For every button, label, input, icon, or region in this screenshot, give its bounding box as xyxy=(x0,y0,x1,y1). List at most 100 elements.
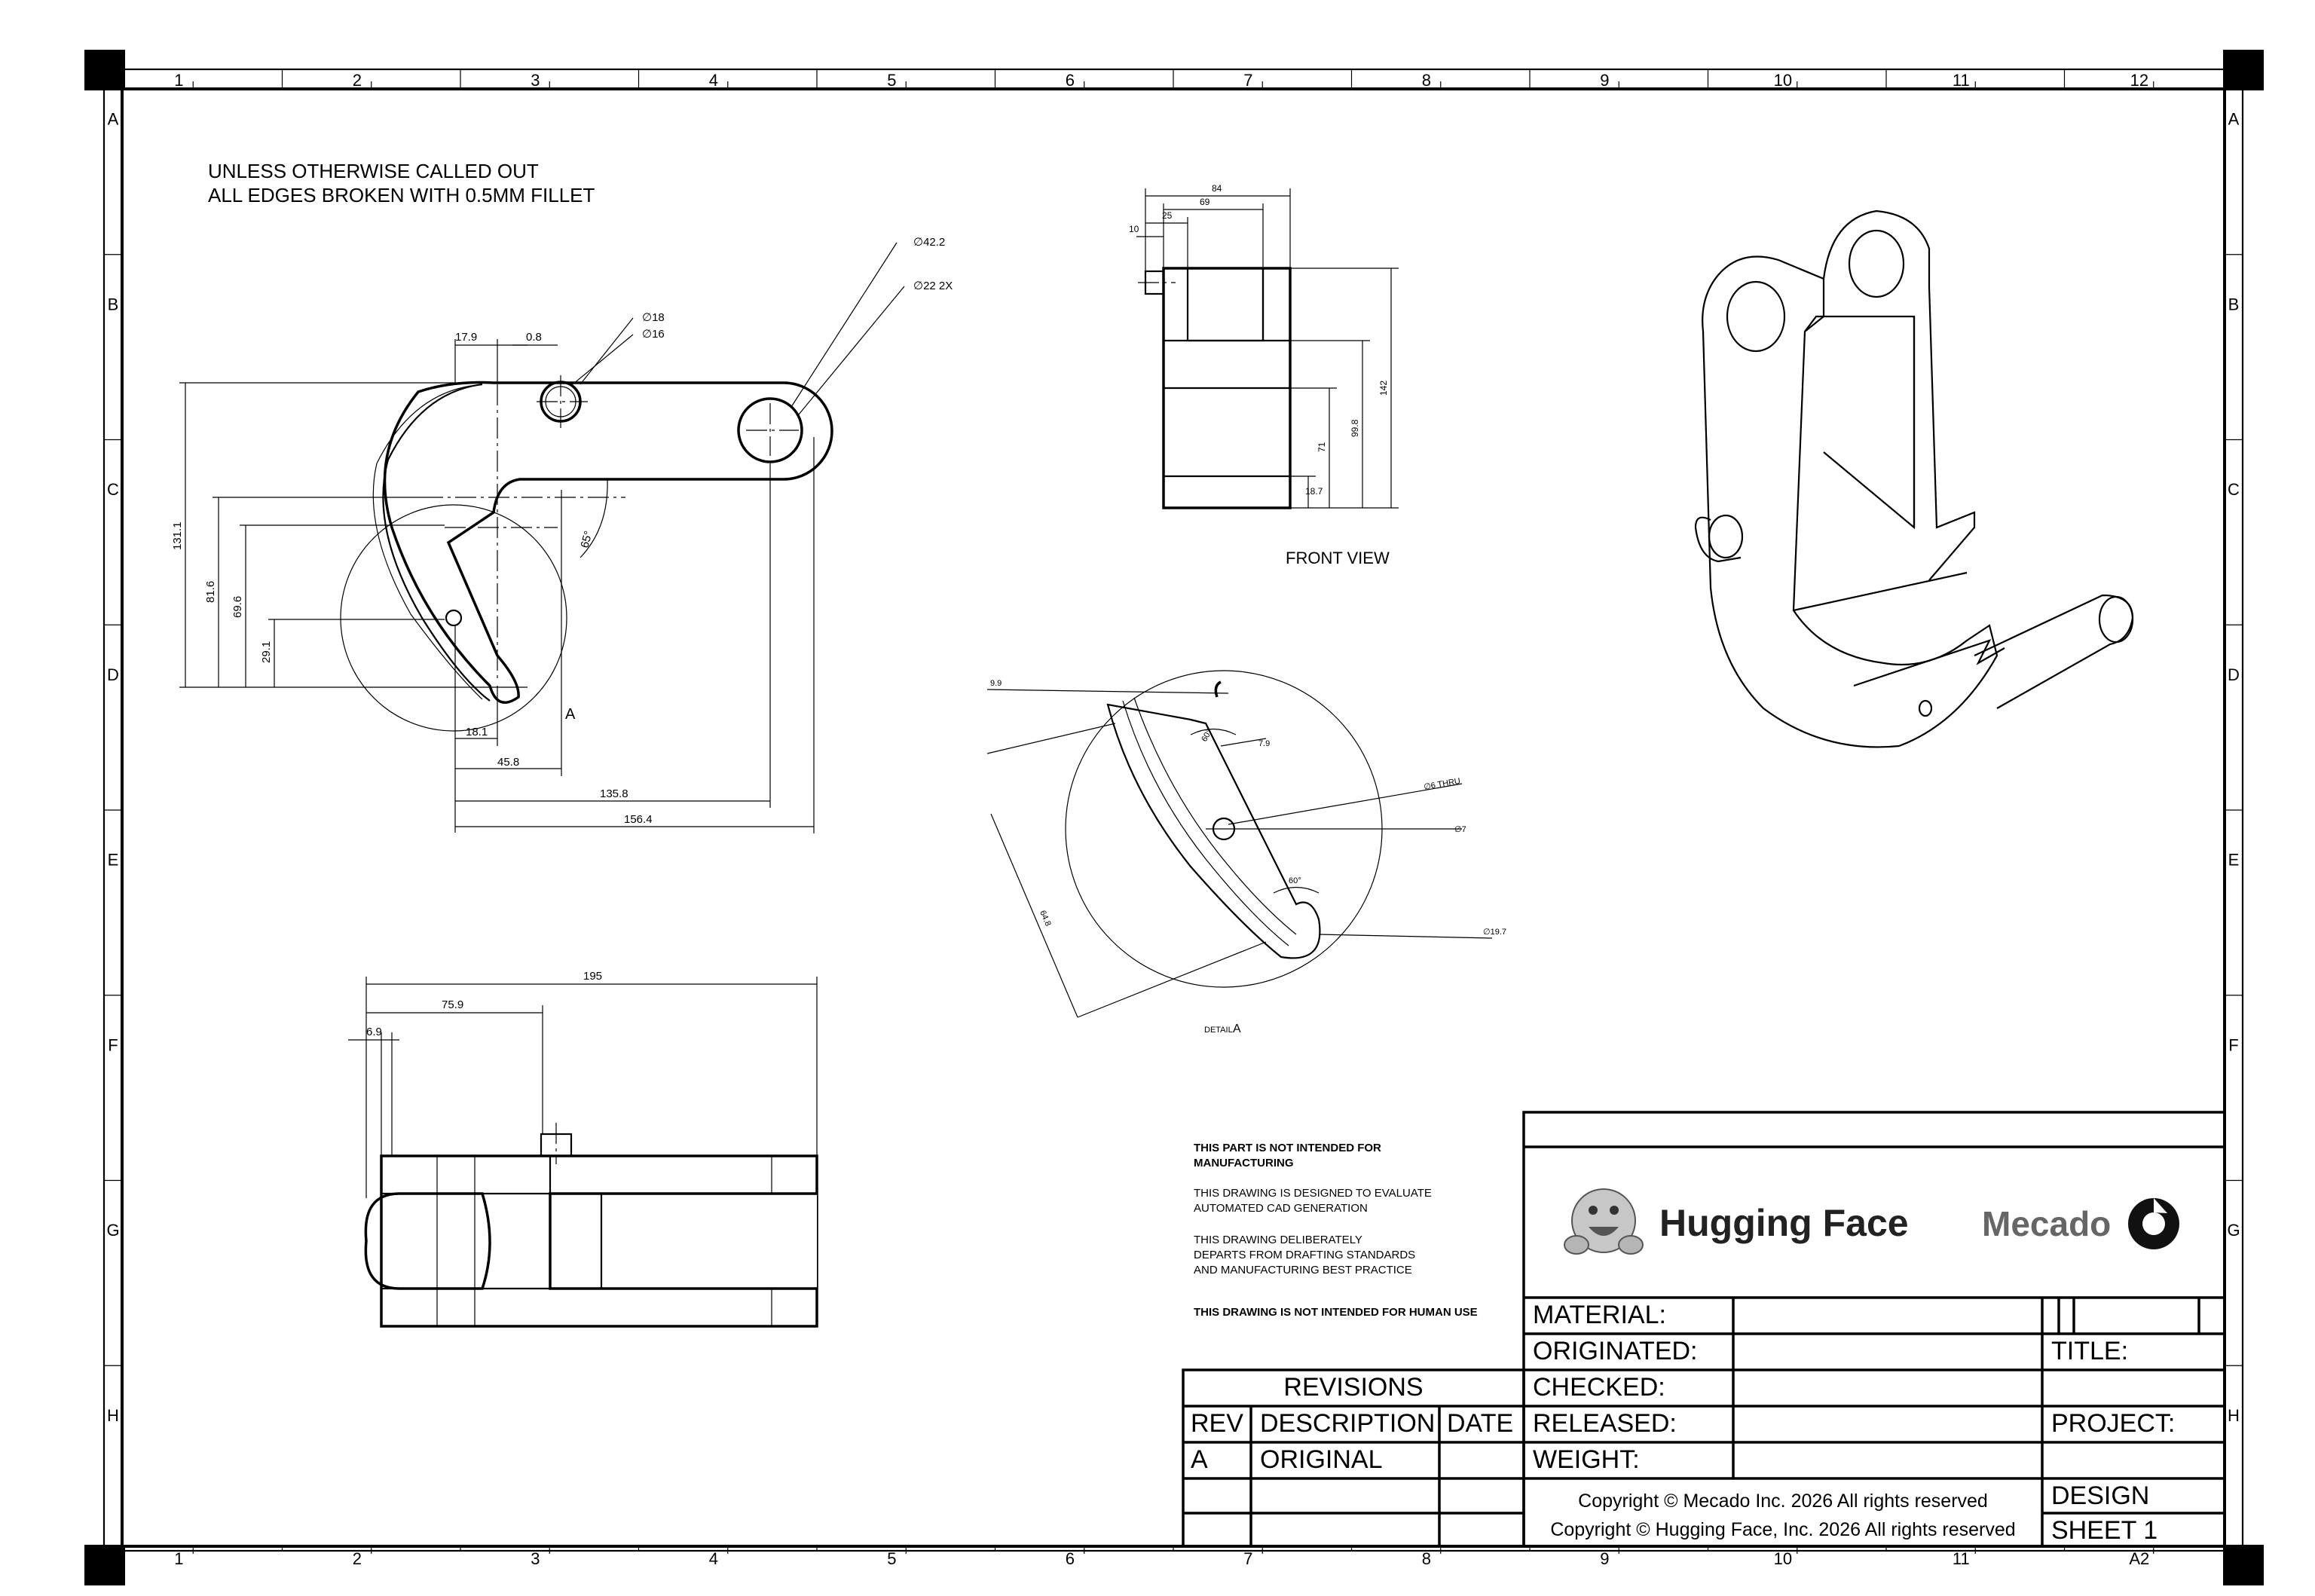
dim-69-6: 69.6 xyxy=(231,596,244,618)
detail-dim-64-8: 64.8 xyxy=(1038,909,1052,927)
zone-row-right-B: B xyxy=(2228,295,2240,313)
dim-d18: ∅18 xyxy=(642,311,665,324)
zone-col-top-9: 9 xyxy=(1600,71,1609,90)
zone-row-left-F: F xyxy=(108,1035,118,1054)
dim-84: 84 xyxy=(1212,183,1222,194)
zone-col-bottom-8: 8 xyxy=(1422,1549,1431,1568)
detail-dim-d7: ∅7 xyxy=(1454,825,1466,834)
detail-dim-angle-60b: 60° xyxy=(1289,876,1301,885)
dim-25: 25 xyxy=(1162,210,1173,221)
zone-row-left-B: B xyxy=(108,295,119,313)
bottom-dim-75-9: 75.9 xyxy=(442,998,463,1011)
dim-d42-2: ∅42.2 xyxy=(913,236,945,249)
project-label: PROJECT: xyxy=(2051,1409,2175,1438)
dim-135-8: 135.8 xyxy=(600,787,628,800)
revisions-header: REVISIONS xyxy=(1283,1373,1423,1402)
detail-dim-9-9: 9.9 xyxy=(990,679,1002,688)
zone-col-top-2: 2 xyxy=(353,71,362,90)
dim-99-8: 99.8 xyxy=(1350,419,1360,437)
dim-10: 10 xyxy=(1129,224,1139,234)
disclaimer1-line1: THIS PART IS NOT INTENDED FOR xyxy=(1194,1142,1381,1154)
revisions-table: REVISIONS REV DESCRIPTION DATE A ORIGINA… xyxy=(1182,1368,1525,1548)
zone-col-top-12: 12 xyxy=(2130,71,2148,90)
weight-label: WEIGHT: xyxy=(1533,1445,1640,1474)
disclaimer1-line2: MANUFACTURING xyxy=(1194,1157,1294,1169)
dim-81-6: 81.6 xyxy=(204,581,217,603)
zone-col-top-8: 8 xyxy=(1422,71,1431,90)
detail-dim-d6-thru: ∅6 THRU xyxy=(1423,777,1461,792)
dim-0-8: 0.8 xyxy=(526,331,542,344)
zone-row-right-A: A xyxy=(2228,110,2240,129)
detail-a-view: 9.9 60° 7.9 ∅6 THRU ∅7 60° ∅19.7 64.8 DE… xyxy=(986,670,1506,1035)
revisions-col-date: DATE xyxy=(1447,1409,1513,1438)
zone-col-top-4: 4 xyxy=(709,71,718,90)
pin-hole xyxy=(445,609,463,627)
zone-col-top-3: 3 xyxy=(531,71,540,90)
dim-71: 71 xyxy=(1317,442,1327,452)
zone-col-top-10: 10 xyxy=(1774,71,1792,90)
zone-col-bottom-4: 4 xyxy=(709,1549,718,1568)
mecado-logo-icon xyxy=(2128,1198,2179,1249)
detail-dim-d19-7: ∅19.7 xyxy=(1483,928,1506,937)
disclaimer2-line1: THIS DRAWING IS DESIGNED TO EVALUATE xyxy=(1194,1187,1432,1200)
eye-hole xyxy=(737,397,803,463)
hugging-face-logo-icon xyxy=(1564,1188,1644,1255)
revisions-col-description: DESCRIPTION xyxy=(1260,1409,1435,1438)
originated-label: ORIGINATED: xyxy=(1533,1337,1698,1365)
dim-131-1: 131.1 xyxy=(171,521,184,550)
detail-label-prefix: DETAIL xyxy=(1204,1026,1233,1035)
zone-col-bottom-6: 6 xyxy=(1066,1549,1075,1568)
brand-mecado: Mecado xyxy=(1982,1204,2111,1243)
zone-row-left-C: C xyxy=(107,480,119,499)
zone-row-left-E: E xyxy=(108,851,119,870)
zone-col-bottom-11: 11 xyxy=(1953,1549,1970,1568)
detail-callout-a: A xyxy=(565,706,576,723)
dim-angle-65: 65° xyxy=(578,530,595,549)
copyright-mecado: Copyright © Mecado Inc. 2026 All rights … xyxy=(1578,1491,1988,1512)
zone-col-top-7: 7 xyxy=(1243,71,1252,90)
bottom-dim-195: 195 xyxy=(583,970,602,983)
zone-col-top-11: 11 xyxy=(1953,71,1970,90)
dim-156-4: 156.4 xyxy=(624,813,653,826)
dim-45-8: 45.8 xyxy=(497,756,519,769)
general-note-line2: ALL EDGES BROKEN WITH 0.5MM FILLET xyxy=(208,184,595,206)
checked-label: CHECKED: xyxy=(1533,1373,1665,1402)
dim-d16: ∅16 xyxy=(642,328,665,341)
zone-row-right-F: F xyxy=(2228,1035,2238,1054)
corner-mark-tr xyxy=(2223,50,2264,90)
iso-hole-right xyxy=(1848,229,1905,298)
iso-hole-left xyxy=(1726,280,1786,353)
bottom-dim-6-9: 6.9 xyxy=(366,1026,382,1038)
disclaimer3-line2: DEPARTS FROM DRAFTING STANDARDS xyxy=(1194,1249,1415,1261)
dim-17-9: 17.9 xyxy=(455,331,477,344)
zone-col-bottom-9: 9 xyxy=(1600,1549,1609,1568)
corner-mark-br xyxy=(2223,1545,2264,1585)
title-block: Hugging Face Mecado MATERIAL: ORIGINATED… xyxy=(1522,1111,2226,1548)
zone-col-bottom-12: A2 xyxy=(2129,1549,2149,1568)
dim-69: 69 xyxy=(1200,197,1210,207)
design-label: DESIGN xyxy=(2051,1481,2149,1510)
released-label: RELEASED: xyxy=(1533,1409,1677,1438)
front-view: 84 69 25 10 142 99.8 71 18.7 FRONT VIEW xyxy=(1129,183,1399,567)
general-note-line1: UNLESS OTHERWISE CALLED OUT xyxy=(208,160,539,182)
detail-a-circle xyxy=(340,504,567,732)
dim-18-1: 18.1 xyxy=(466,726,488,738)
brand-hugging-face: Hugging Face xyxy=(1659,1202,1909,1244)
zone-row-right-C: C xyxy=(2228,480,2240,499)
zone-col-bottom-5: 5 xyxy=(887,1549,896,1568)
zone-row-right-E: E xyxy=(2228,851,2240,870)
zone-row-left-A: A xyxy=(108,110,119,129)
zone-col-top-1: 1 xyxy=(174,71,183,90)
zone-col-top-5: 5 xyxy=(887,71,896,90)
revisions-col-rev: REV xyxy=(1191,1409,1243,1438)
dim-18-7: 18.7 xyxy=(1305,486,1323,497)
copyright-hugging-face: Copyright © Hugging Face, Inc. 2026 All … xyxy=(1550,1519,2015,1540)
zone-col-bottom-10: 10 xyxy=(1774,1549,1792,1568)
zone-col-bottom-2: 2 xyxy=(353,1549,362,1568)
disclaimer3-line3: AND MANUFACTURING BEST PRACTICE xyxy=(1194,1264,1412,1276)
detail-label-letter: A xyxy=(1233,1023,1241,1035)
title-label: TITLE: xyxy=(2051,1337,2128,1365)
disclaimer4: THIS DRAWING IS NOT INTENDED FOR HUMAN U… xyxy=(1194,1306,1478,1319)
